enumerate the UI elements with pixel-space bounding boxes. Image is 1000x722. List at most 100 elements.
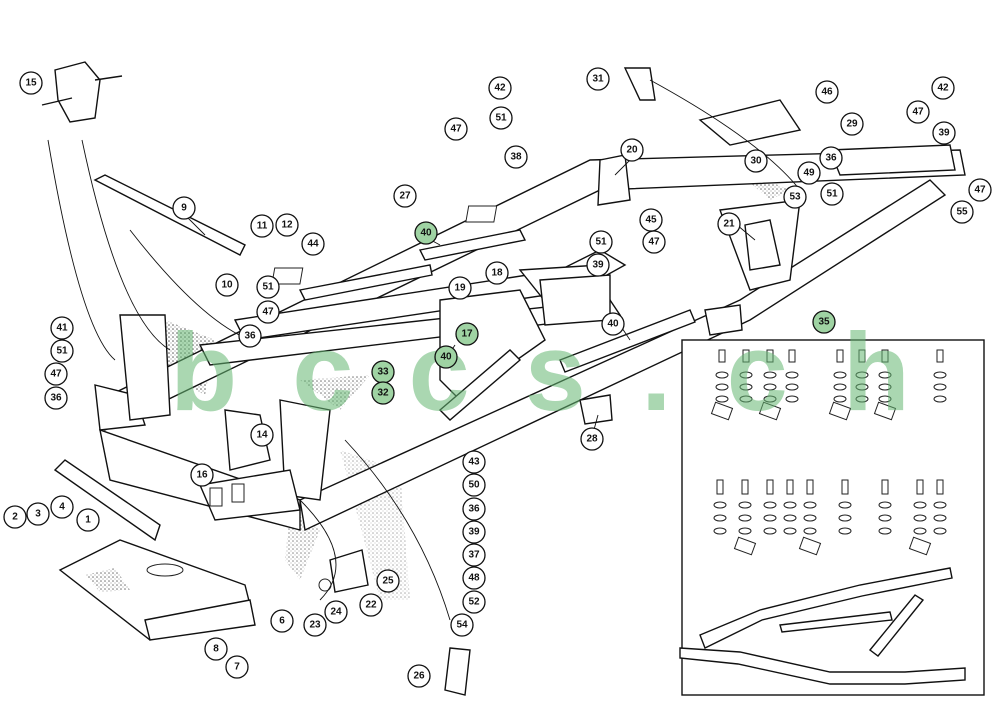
- callout-circle: [448, 276, 472, 300]
- callout-circle: [462, 566, 486, 590]
- callout-circle: [580, 427, 604, 451]
- callout-circle: [906, 100, 930, 124]
- callout-42: 42: [488, 76, 512, 100]
- callout-41: 41: [50, 316, 74, 340]
- callout-label: 29: [846, 119, 858, 130]
- washer-icon: [715, 383, 729, 391]
- callout-50: 50: [462, 473, 486, 497]
- callout-circle: [820, 182, 844, 206]
- callout-52: 52: [462, 590, 486, 614]
- callout-label: 35: [818, 317, 830, 328]
- callout-label: 36: [468, 504, 480, 515]
- washer-icon: [913, 514, 927, 522]
- callout-circle: [462, 590, 486, 614]
- callout-53: 53: [783, 185, 807, 209]
- callout-circle: [444, 117, 468, 141]
- callout-label: 51: [495, 113, 507, 124]
- callout-circle: [359, 593, 383, 617]
- callout-circle: [76, 508, 100, 532]
- callout-circle: [270, 609, 294, 633]
- callout-37: 37: [462, 543, 486, 567]
- callout-7: 7: [225, 655, 249, 679]
- washer-icon: [878, 371, 892, 379]
- callout-circle: [485, 261, 509, 285]
- callout-circle: [44, 362, 68, 386]
- callout-label: 39: [938, 128, 950, 139]
- callout-label: 51: [56, 346, 68, 357]
- callout-39: 39: [586, 253, 610, 277]
- callout-label: 1: [85, 515, 91, 526]
- bolt-icon: [766, 349, 774, 363]
- callout-label: 47: [262, 307, 274, 318]
- callout-label: 27: [399, 191, 411, 202]
- callout-16: 16: [190, 463, 214, 487]
- watermark: b c c s . c h: [170, 311, 910, 434]
- bolt-icon: [836, 349, 844, 363]
- bolt-icon: [741, 479, 749, 495]
- washer-icon: [838, 527, 852, 535]
- bolt-icon: [766, 479, 774, 495]
- callout-28: 28: [580, 427, 604, 451]
- callout-circle: [414, 221, 438, 245]
- callout-29: 29: [840, 112, 864, 136]
- callout-40: 40: [434, 345, 458, 369]
- callout-circle: [324, 600, 348, 624]
- callout-label: 40: [420, 228, 432, 239]
- washer-icon: [913, 501, 927, 509]
- callout-circle: [815, 80, 839, 104]
- callout-47: 47: [968, 178, 992, 202]
- callout-11: 11: [250, 214, 274, 238]
- callout-label: 23: [309, 620, 321, 631]
- washer-icon: [933, 383, 947, 391]
- callout-circle: [455, 322, 479, 346]
- callout-44: 44: [301, 232, 325, 256]
- callout-label: 54: [456, 620, 468, 631]
- pad-icon: [758, 401, 782, 421]
- pad-icon: [733, 536, 757, 556]
- callout-label: 2: [12, 512, 18, 523]
- washer-icon: [739, 371, 753, 379]
- callout-label: 51: [595, 237, 607, 248]
- washer-icon: [833, 383, 847, 391]
- callout-label: 11: [257, 221, 268, 232]
- callout-circle: [450, 613, 474, 637]
- washer-icon: [838, 501, 852, 509]
- callout-circle: [968, 178, 992, 202]
- callout-23: 23: [303, 613, 327, 637]
- bolt-icon: [718, 349, 726, 363]
- callout-3: 3: [26, 502, 50, 526]
- bolt-icon: [881, 479, 889, 495]
- callout-label: 17: [461, 329, 473, 340]
- callout-label: 47: [912, 107, 924, 118]
- washer-icon: [715, 395, 729, 403]
- callout-circle: [620, 138, 644, 162]
- callout-circle: [717, 212, 741, 236]
- callout-label: 40: [440, 352, 452, 363]
- pad-icon: [873, 401, 897, 421]
- callout-30: 30: [744, 149, 768, 173]
- bolt-icon: [936, 479, 944, 495]
- washer-icon: [738, 527, 752, 535]
- callout-label: 19: [454, 283, 466, 294]
- bolt-icon: [806, 479, 814, 495]
- washer-icon: [933, 527, 947, 535]
- callout-circle: [931, 76, 955, 100]
- pad-icon: [798, 536, 822, 556]
- callout-43: 43: [462, 450, 486, 474]
- callout-circle: [462, 450, 486, 474]
- callout-circle: [462, 520, 486, 544]
- callout-label: 47: [450, 124, 462, 135]
- callout-circle: [26, 502, 50, 526]
- washer-icon: [803, 501, 817, 509]
- callout-circle: [950, 200, 974, 224]
- callout-label: 48: [468, 573, 480, 584]
- bolt-icon: [881, 349, 889, 363]
- callout-14: 14: [250, 423, 274, 447]
- callout-label: 26: [413, 671, 425, 682]
- callout-circle: [3, 505, 27, 529]
- washer-icon: [878, 527, 892, 535]
- callout-circle: [586, 253, 610, 277]
- callout-circle: [204, 637, 228, 661]
- callout-label: 33: [377, 367, 389, 378]
- callout-51: 51: [589, 230, 613, 254]
